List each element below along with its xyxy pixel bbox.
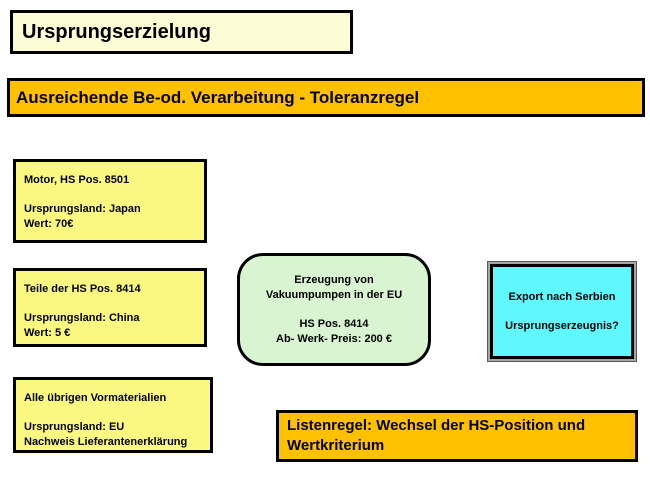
process-line: HS Pos. 8414 <box>299 317 369 330</box>
export-question: Ursprungserzeugnis? <box>505 319 619 332</box>
spacer <box>24 188 196 202</box>
process-line: Ab- Werk- Preis: 200 € <box>276 332 392 345</box>
export-line: Export nach Serbien <box>508 290 616 303</box>
spacer <box>24 297 196 311</box>
material-title: Motor, HS Pos. 8501 <box>24 174 130 186</box>
rule-box-listenregel: Listenregel: Wechsel der HS-Position und… <box>276 410 638 462</box>
subtitle-text: Ausreichende Be-od. Verarbeitung - Toler… <box>16 87 420 107</box>
title-box: Ursprungserzielung <box>10 10 353 54</box>
material-origin: Ursprungsland: China <box>24 312 140 324</box>
rule-line: Wertkriterium <box>287 437 385 454</box>
material-title: Teile der HS Pos. 8414 <box>24 283 141 295</box>
material-box-vormaterialien: Alle übrigen Vormaterialien Ursprungslan… <box>13 377 213 453</box>
material-title: Alle übrigen Vormaterialien <box>24 392 167 404</box>
rule-line: Listenregel: Wechsel der HS-Position und <box>287 417 586 434</box>
material-box-teile: Teile der HS Pos. 8414 Ursprungsland: Ch… <box>13 268 207 347</box>
material-detail: Wert: 5 € <box>24 327 71 339</box>
subtitle-banner: Ausreichende Be-od. Verarbeitung - Toler… <box>7 78 645 117</box>
process-line: Vakuumpumpen in der EU <box>265 288 403 301</box>
process-box-production: Erzeugung von Vakuumpumpen in der EU HS … <box>237 253 431 366</box>
material-origin: Ursprungsland: EU <box>24 421 125 433</box>
material-origin: Ursprungsland: Japan <box>24 203 141 215</box>
page-title: Ursprungserzielung <box>22 20 211 43</box>
material-box-motor: Motor, HS Pos. 8501 Ursprungsland: Japan… <box>13 159 207 243</box>
spacer <box>24 406 202 420</box>
material-detail: Wert: 70€ <box>24 218 74 230</box>
process-line: Erzeugung von <box>294 273 374 286</box>
material-detail: Nachweis Lieferantenerklärung <box>24 436 188 448</box>
export-box-serbia: Export nach Serbien Ursprungserzeugnis? <box>490 264 634 359</box>
